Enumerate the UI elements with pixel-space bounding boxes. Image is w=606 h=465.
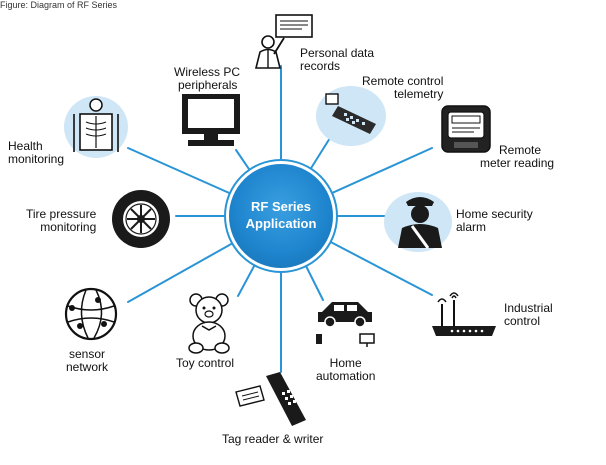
label-line: Home security xyxy=(456,207,533,221)
label-line: meter reading xyxy=(480,156,555,170)
tire-icon xyxy=(112,190,170,248)
label-line: Remote xyxy=(499,143,542,157)
label-sensor-network: sensor network xyxy=(66,348,108,374)
label-line: Home xyxy=(329,356,362,370)
label-tag-reader-writer: Tag reader & writer xyxy=(222,433,323,446)
label-toy-control: Toy control xyxy=(176,357,234,370)
label-line: Toy control xyxy=(176,356,235,370)
label-line: peripherals xyxy=(178,78,238,92)
label-remote-control-telemetry: Remote control telemetry xyxy=(362,75,443,101)
label-line: Health xyxy=(8,139,43,153)
label-line: control xyxy=(504,314,541,328)
cropped-caption: Figure: Diagram of RF Series xyxy=(0,0,118,10)
label-line: monitoring xyxy=(40,220,97,234)
label-line: records xyxy=(300,59,341,73)
label-line: network xyxy=(66,360,109,374)
globe-network-icon xyxy=(64,287,118,341)
computer-monitor-icon xyxy=(182,94,240,146)
label-line: Tire pressure xyxy=(26,207,97,221)
handheld-scanner-icon xyxy=(235,372,306,426)
label-remote-meter-reading: Remote meter reading xyxy=(480,144,554,170)
meter-icon xyxy=(441,105,491,153)
car-house-icon xyxy=(316,302,375,347)
clipboard-person-icon xyxy=(254,14,313,69)
label-industrial-control: Industrial control xyxy=(504,302,553,328)
label-line: automation xyxy=(316,369,376,383)
remote-control-icon xyxy=(325,93,376,134)
label-home-automation: Home automation xyxy=(316,357,375,383)
label-line: Wireless PC xyxy=(174,65,241,79)
hub-circle xyxy=(229,164,333,268)
label-line: Personal data xyxy=(300,46,375,60)
label-line: telemetry xyxy=(394,87,444,101)
teddy-bear-icon xyxy=(188,293,230,354)
label-personal-data-records: Personal data records xyxy=(300,47,374,73)
label-line: sensor xyxy=(69,347,106,361)
router-icon xyxy=(432,292,496,336)
hub-title-line2: Application xyxy=(245,216,317,231)
label-wireless-pc-peripherals: Wireless PC peripherals xyxy=(174,66,240,92)
label-line: Remote control xyxy=(362,74,444,88)
label-home-security-alarm: Home security alarm xyxy=(456,208,533,234)
label-line: Industrial xyxy=(504,301,553,315)
label-tire-pressure-monitoring: Tire pressure monitoring xyxy=(26,208,96,234)
hub-title-line1: RF Series xyxy=(251,199,311,214)
label-line: monitoring xyxy=(8,152,65,166)
xray-person-icon xyxy=(73,98,119,152)
hub-title: RF Series Application xyxy=(229,198,333,232)
label-line: Tag reader & writer xyxy=(222,432,324,446)
label-health-monitoring: Health monitoring xyxy=(8,140,64,166)
label-line: alarm xyxy=(456,220,487,234)
security-guard-icon xyxy=(398,197,442,249)
